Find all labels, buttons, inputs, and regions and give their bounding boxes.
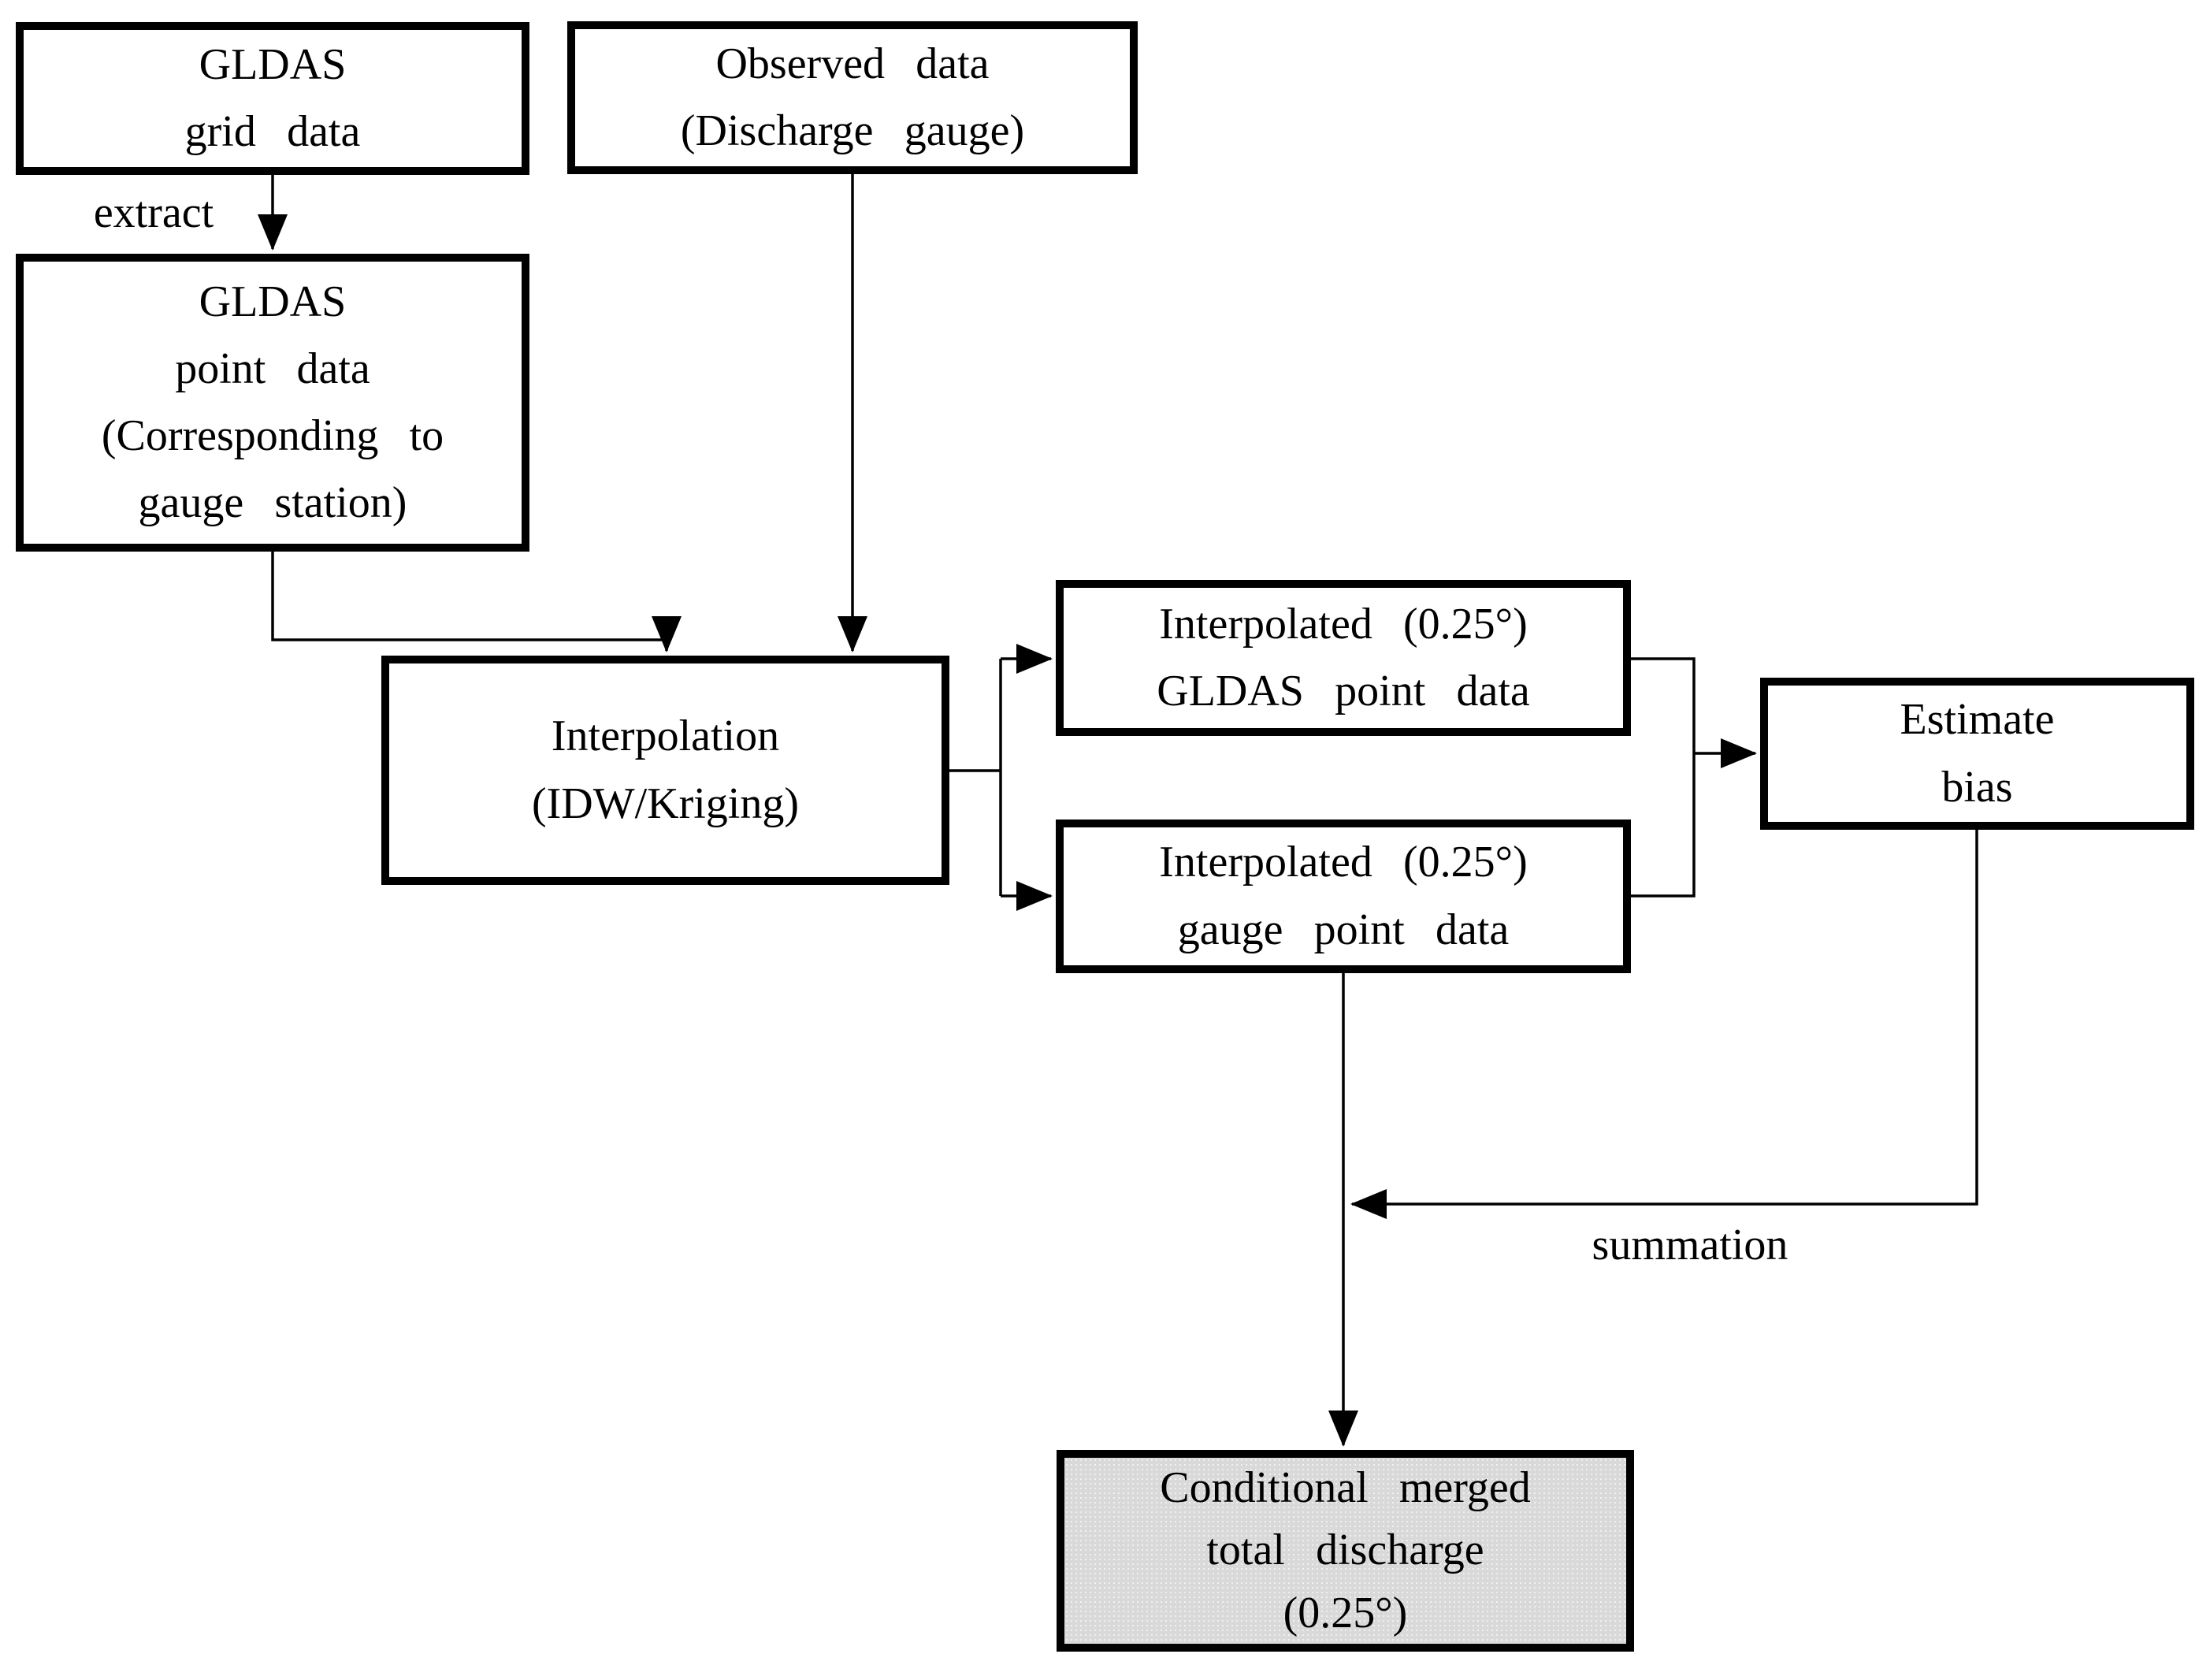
node-interpolation-label: Interpolation (IDW/Kriging) <box>531 712 799 828</box>
node-estimate-bias: Estimate bias <box>1760 678 2194 830</box>
node-gldas-point-data-label: GLDAS point data (Corresponding to gauge… <box>101 277 444 528</box>
node-interpolated-gldas-point-data: Interpolated (0.25°) GLDAS point data <box>1056 580 1631 736</box>
node-interpolation: Interpolation (IDW/Kriging) <box>381 656 949 885</box>
node-interpolated-gldas-point-data-label: Interpolated (0.25°) GLDAS point data <box>1157 599 1530 715</box>
edge-label-summation: summation <box>1592 1221 1788 1269</box>
node-observed-data-label: Observed data (Discharge gauge) <box>680 39 1025 155</box>
node-gldas-point-data: GLDAS point data (Corresponding to gauge… <box>16 254 529 552</box>
node-interpolated-gauge-point-data: Interpolated (0.25°) gauge point data <box>1056 820 1631 973</box>
edge-bias-to-summation <box>1350 830 1978 1219</box>
node-interpolated-gauge-point-data-label: Interpolated (0.25°) gauge point data <box>1159 838 1528 954</box>
node-conditional-merged-total-discharge-label: Conditional merged total discharge (0.25… <box>1160 1463 1531 1637</box>
edge-collect-bracket <box>1631 657 1696 898</box>
edge-point-to-interpolation <box>271 552 682 652</box>
node-observed-data: Observed data (Discharge gauge) <box>567 21 1138 174</box>
edge-label-extract: extract <box>93 188 214 237</box>
node-estimate-bias-label: Estimate bias <box>1900 695 2055 812</box>
node-gldas-grid-data-label: GLDAS grid data <box>184 39 361 156</box>
node-conditional-merged-total-discharge: Conditional merged total discharge (0.25… <box>1057 1450 1634 1652</box>
node-gldas-grid-data: GLDAS grid data <box>16 22 529 175</box>
